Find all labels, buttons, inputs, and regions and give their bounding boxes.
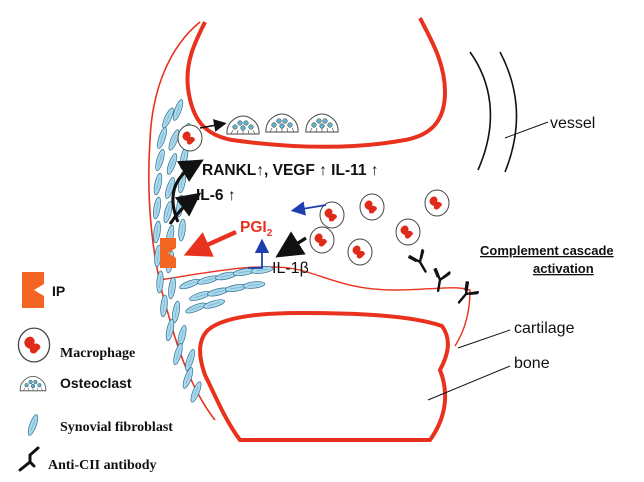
macrophage-cell	[178, 125, 202, 151]
cytokines-label: RANKL↑, VEGF ↑ IL-11 ↑	[202, 162, 379, 179]
arrow-fibroblast-to-pgi2	[248, 244, 262, 268]
il6-label: IL-6 ↑	[196, 187, 236, 204]
osteoclast-cell	[306, 114, 338, 132]
macrophage-cell	[396, 219, 420, 245]
complement-label-2: activation	[533, 261, 594, 276]
synovial-fibroblast-icon	[26, 414, 40, 437]
arrow-il1b	[284, 238, 306, 252]
macrophage-cell	[310, 227, 334, 253]
anti-cii-antibody-icon	[20, 448, 38, 470]
pgi2-subscript: 2	[267, 228, 273, 239]
legend-label-fibroblast: Synovial fibroblast	[60, 420, 173, 435]
legend: IP Macrophage Osteoclast Synovial fibrob…	[18, 272, 173, 473]
ip-receptor-icon	[22, 272, 44, 308]
osteoclast-cell	[266, 114, 298, 132]
legend-label-ip: IP	[52, 283, 65, 299]
legend-label-osteoclast: Osteoclast	[60, 375, 132, 391]
pgi2-label: PGI2	[240, 219, 273, 239]
antibody	[408, 249, 433, 276]
osteoclast-cell	[227, 116, 259, 134]
vessel-line-2	[500, 52, 516, 172]
vessel-pointer	[505, 122, 548, 138]
macrophage-cell	[348, 239, 372, 265]
legend-label-macrophage: Macrophage	[60, 346, 135, 361]
bone-label: bone	[514, 355, 550, 372]
lower-bone	[200, 313, 448, 440]
pgi2-main: PGI	[240, 219, 267, 236]
macrophage-icon	[18, 328, 49, 362]
macrophage-cell	[425, 190, 449, 216]
antibody-cluster	[408, 249, 479, 308]
il1b-label: IL-1β	[272, 260, 309, 277]
cartilage-label: cartilage	[514, 320, 575, 337]
vessel-label: vessel	[550, 115, 595, 132]
legend-label-antibody: Anti-CII antibody	[48, 458, 157, 473]
cartilage-pointer	[458, 330, 510, 348]
vessel-line-1	[470, 52, 490, 170]
arrow-pgi2-to-ip	[196, 232, 236, 250]
complement-label-1: Complement cascade	[480, 243, 614, 258]
osteoclast-icon	[20, 376, 46, 390]
macrophage-cell	[360, 194, 384, 220]
antibody	[453, 281, 480, 308]
